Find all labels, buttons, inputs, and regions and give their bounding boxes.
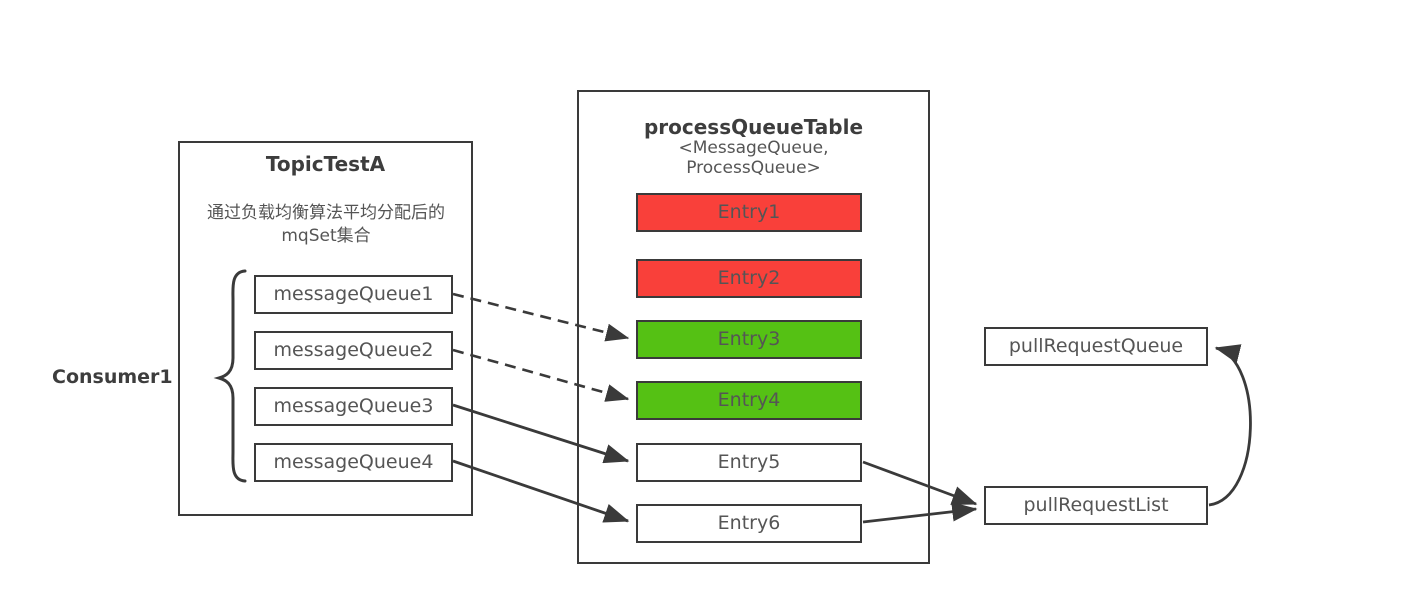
consumer1-label: Consumer1 [52, 366, 173, 388]
process-queue-table-title: processQueueTable [643, 115, 864, 139]
mqset-caption-line2: mqSet集合 [281, 225, 371, 246]
entry-5[interactable]: Entry5 [636, 443, 862, 482]
entry-2[interactable]: Entry2 [636, 259, 862, 298]
process-queue-table-container [577, 90, 930, 564]
topic-test-a-title: TopicTestA [265, 151, 386, 176]
process-queue-table-generic-line2: ProcessQueue> [686, 157, 821, 178]
topic-test-a-container [178, 141, 473, 516]
message-queue-4[interactable]: messageQueue4 [254, 443, 453, 482]
message-queue-2[interactable]: messageQueue2 [254, 331, 453, 370]
entry-4[interactable]: Entry4 [636, 381, 862, 420]
message-queue-1[interactable]: messageQueue1 [254, 275, 453, 314]
process-queue-table-generic-line1: <MessageQueue, [678, 138, 829, 158]
process-queue-table-title-block: processQueueTable <MessageQueue, Process… [577, 116, 930, 178]
mqset-caption-line1: 通过负载均衡算法平均分配后的 [207, 203, 445, 223]
arrow-pullrequestlist-to-pullrequestqueue [1208, 344, 1252, 507]
entry-6[interactable]: Entry6 [636, 504, 862, 543]
entry-3[interactable]: Entry3 [636, 320, 862, 359]
pull-request-list-box[interactable]: pullRequestList [984, 486, 1208, 525]
message-queue-3[interactable]: messageQueue3 [254, 387, 453, 426]
mqset-caption: 通过负载均衡算法平均分配后的 mqSet集合 [186, 202, 466, 248]
pull-request-queue-box[interactable]: pullRequestQueue [984, 327, 1208, 366]
entry-1[interactable]: Entry1 [636, 193, 862, 232]
